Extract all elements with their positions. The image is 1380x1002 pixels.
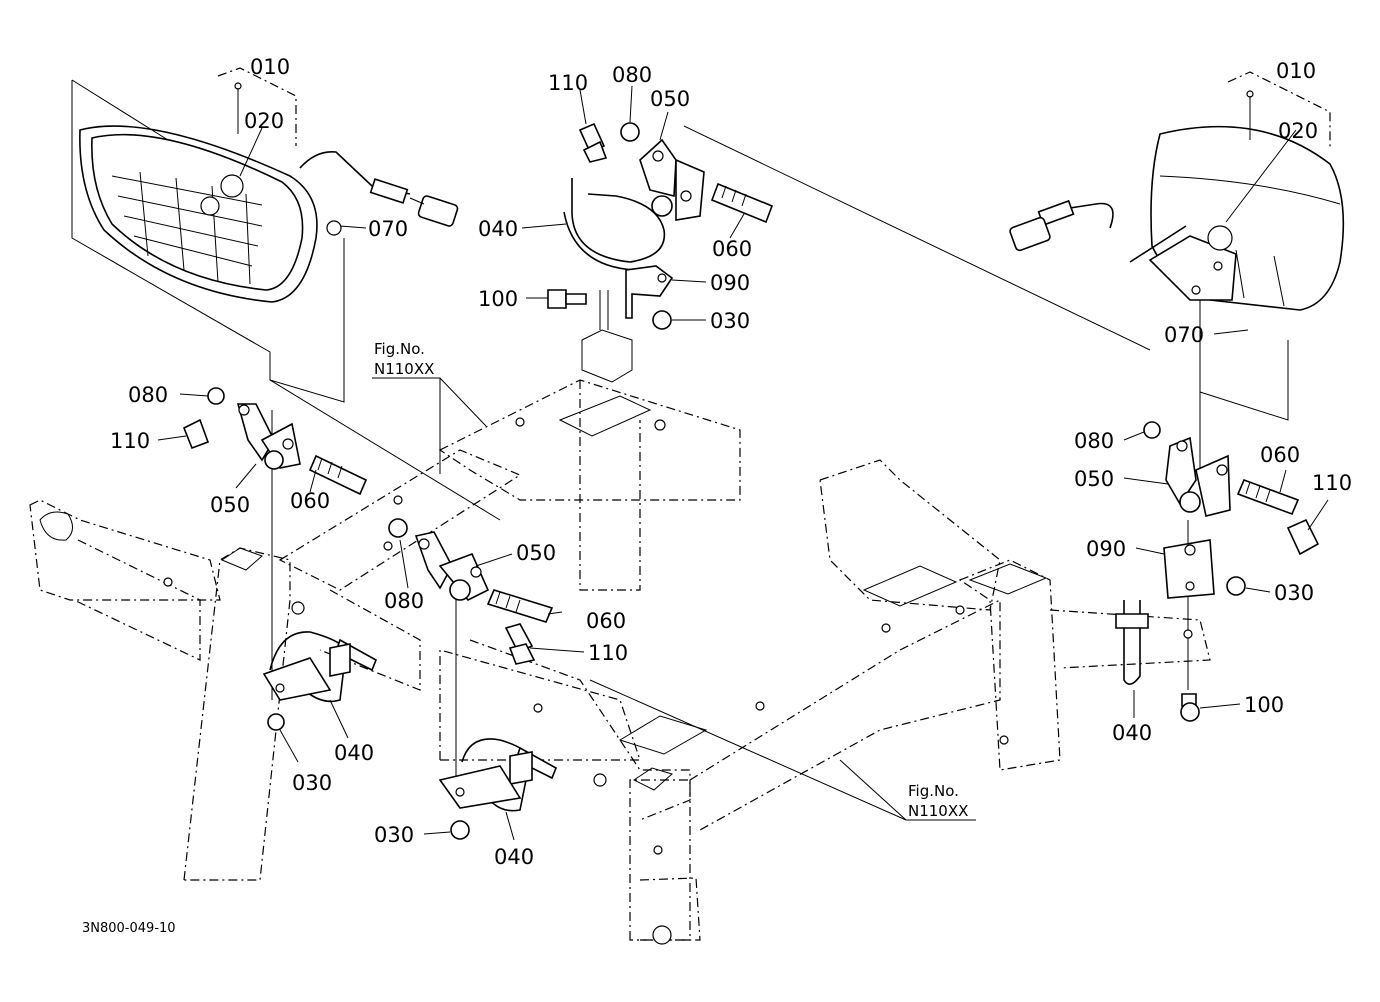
callout-label: 060 (586, 609, 626, 633)
callout-label: 070 (368, 217, 408, 241)
callout-label: 030 (292, 771, 332, 795)
left-work-light (79, 82, 459, 303)
callout-label: 050 (650, 87, 690, 111)
callout-labels: 010 020 070 110 080 050 040 060 090 100 … (110, 55, 1352, 869)
callout-label: 080 (1074, 429, 1114, 453)
drawing-code: 3N800-049-10 (82, 921, 176, 936)
callout-label: 100 (1244, 693, 1284, 717)
frame-structure (29, 329, 1211, 945)
callout-label: 060 (1260, 443, 1300, 467)
callout-leaders (157, 85, 1329, 841)
callout-label: 090 (710, 271, 750, 295)
callout-label: 050 (1074, 467, 1114, 491)
callout-label: 040 (494, 845, 534, 869)
callout-label: 110 (1312, 471, 1352, 495)
callout-label: 040 (478, 217, 518, 241)
callout-label: 040 (1112, 721, 1152, 745)
figure-ref-leaders (372, 377, 976, 821)
callout-label: 050 (210, 493, 250, 517)
callout-label: 050 (516, 541, 556, 565)
callout-label: 110 (548, 71, 588, 95)
callout-label: 080 (384, 589, 424, 613)
callout-label: 110 (588, 641, 628, 665)
figure-ref-line1: Fig.No. (908, 782, 959, 800)
right-work-light (1009, 90, 1345, 311)
callout-label: 090 (1086, 537, 1126, 561)
lower-clamps (262, 631, 558, 840)
callout-label: 030 (1274, 581, 1314, 605)
top-bracket-assembly (547, 122, 774, 330)
callout-label: 110 (110, 429, 150, 453)
left-bracket-assembly (182, 387, 368, 496)
callout-label: 020 (244, 109, 284, 133)
callout-label: 010 (1276, 59, 1316, 83)
callout-label: 080 (128, 383, 168, 407)
callout-label: 020 (1278, 119, 1318, 143)
callout-label: 060 (290, 489, 330, 513)
figure-ref-bottom: Fig.No. N110XX (908, 782, 968, 820)
right-bracket-assembly (1115, 421, 1320, 722)
figure-ref-line1: Fig.No. (374, 340, 425, 358)
callout-label: 010 (250, 55, 290, 79)
figure-ref-top: Fig.No. N110XX (374, 340, 434, 378)
figure-ref-line2: N110XX (374, 360, 434, 378)
callout-label: 030 (710, 309, 750, 333)
callout-label: 040 (334, 741, 374, 765)
callout-label: 080 (612, 63, 652, 87)
callout-label: 070 (1164, 323, 1204, 347)
figure-ref-line2: N110XX (908, 802, 968, 820)
callout-label: 100 (478, 287, 518, 311)
callout-label: 030 (374, 823, 414, 847)
callout-label: 060 (712, 237, 752, 261)
